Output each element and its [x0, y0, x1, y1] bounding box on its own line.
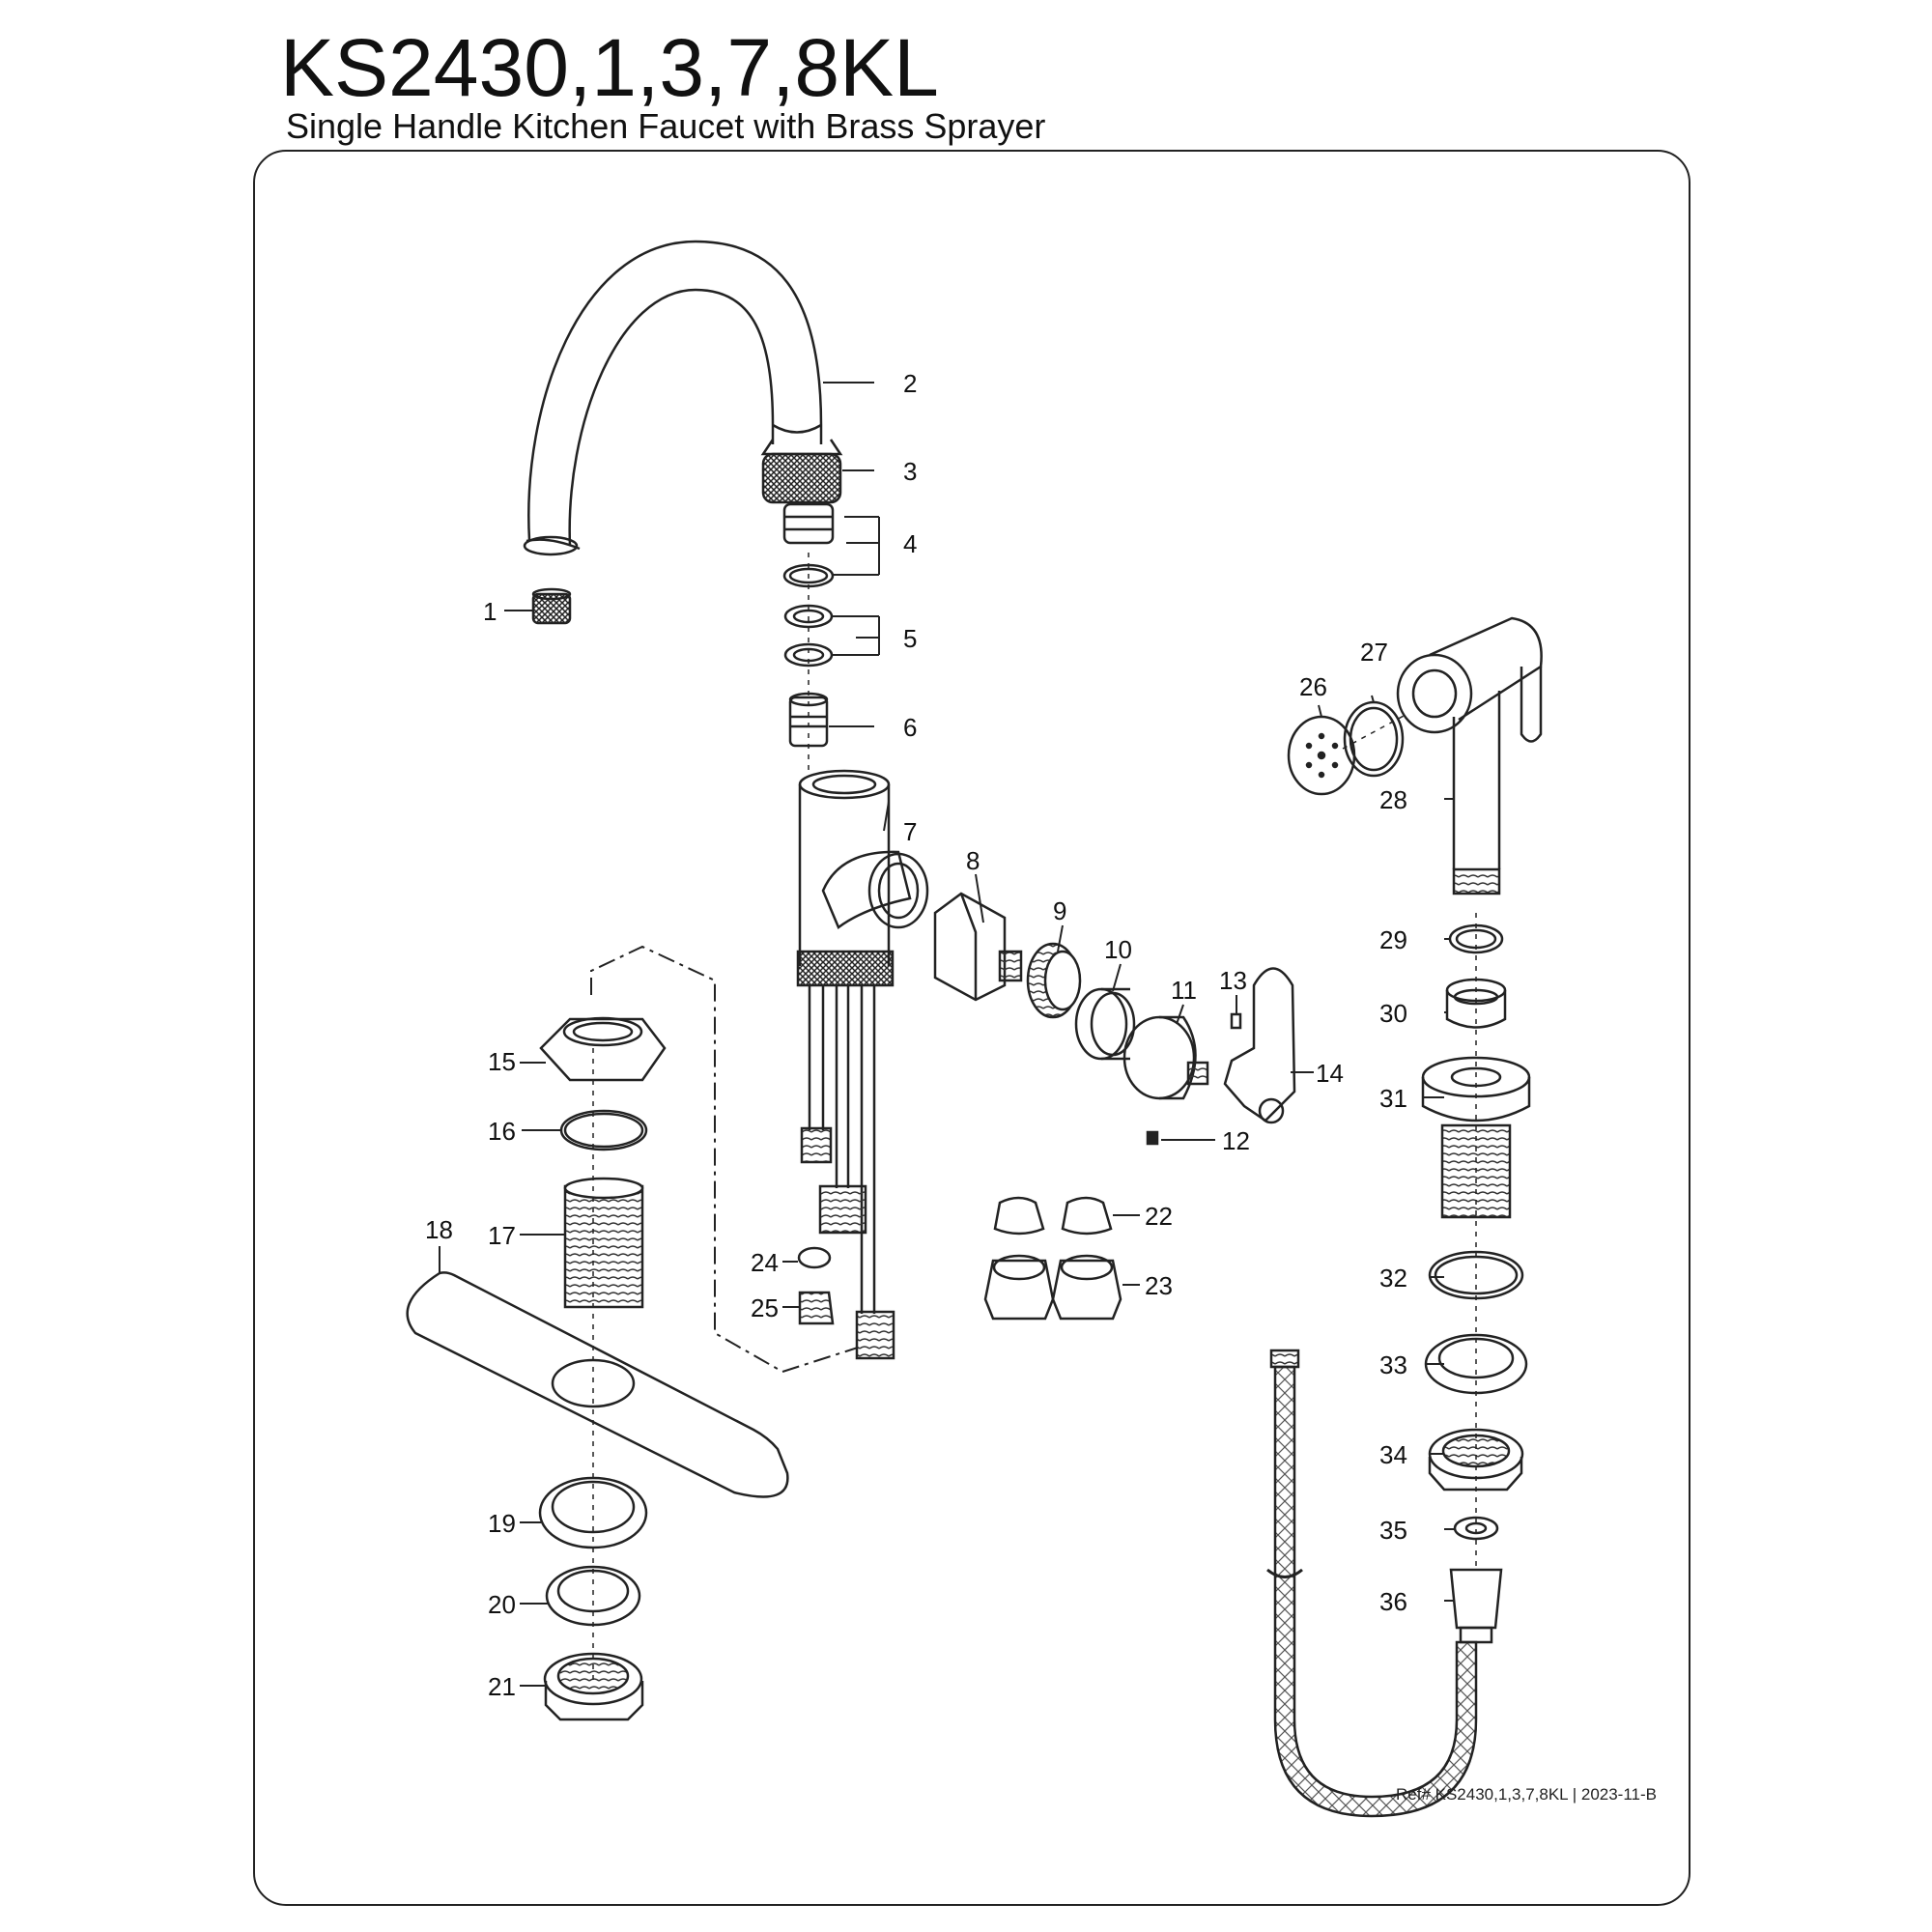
callout-31: 31 [1379, 1084, 1407, 1113]
model-description: Single Handle Kitchen Faucet with Brass … [286, 106, 1046, 146]
callout-35: 35 [1379, 1516, 1407, 1545]
callout-6: 6 [903, 713, 917, 742]
part-bonnet-nut [1026, 942, 1082, 1019]
callout-1: 1 [483, 597, 497, 626]
callout-14: 14 [1316, 1059, 1344, 1088]
callout-22: 22 [1145, 1202, 1173, 1231]
part-washer-24 [797, 1246, 832, 1269]
callout-8: 8 [966, 846, 980, 875]
callout-29: 29 [1379, 925, 1407, 954]
callout-3: 3 [903, 457, 917, 486]
callout-32: 32 [1379, 1264, 1407, 1293]
callout-23: 23 [1145, 1271, 1173, 1300]
part-nut-25 [798, 1291, 835, 1325]
hose-route-line [590, 945, 859, 1374]
callout-19: 19 [488, 1509, 516, 1538]
callout-21: 21 [488, 1672, 516, 1701]
part-set-screw-12 [1146, 1130, 1159, 1146]
diagram-frame [253, 150, 1690, 1906]
part-washers [783, 604, 834, 668]
callout-34: 34 [1379, 1440, 1407, 1469]
part-mounting-flange [539, 1016, 667, 1082]
model-title: KS2430,1,3,7,8KL [280, 22, 939, 113]
part-sprayer-hose [1266, 1349, 1503, 1818]
callout-27: 27 [1360, 638, 1388, 667]
part-set-screw-13 [1230, 1012, 1242, 1030]
part-spout [523, 240, 823, 556]
callout-33: 33 [1379, 1350, 1407, 1379]
center-axes [592, 553, 1477, 1681]
part-cartridge [933, 892, 1023, 1002]
part-handle-base [1122, 1015, 1209, 1100]
reference-number: Ref# KS2430,1,3,7,8KL | 2023-11-B [1396, 1785, 1657, 1804]
callout-15: 15 [488, 1047, 516, 1076]
callout-24: 24 [751, 1248, 779, 1277]
part-lever [1223, 967, 1296, 1124]
callout-36: 36 [1379, 1587, 1407, 1616]
part-spout-nut [760, 439, 843, 504]
part-body [796, 769, 929, 1360]
callout-25: 25 [751, 1293, 779, 1322]
callout-11: 11 [1171, 976, 1197, 1005]
part-o-ring-16 [559, 1109, 648, 1151]
callout-18: 18 [425, 1215, 453, 1244]
part-sprayer-head [1396, 616, 1543, 895]
callout-13: 13 [1219, 966, 1247, 995]
part-lock-nut [543, 1652, 644, 1721]
callout-2: 2 [903, 369, 917, 398]
callout-9: 9 [1053, 896, 1066, 925]
callout-30: 30 [1379, 999, 1407, 1028]
callout-20: 20 [488, 1590, 516, 1619]
callout-17: 17 [488, 1221, 516, 1250]
part-sprayer-o-ring [1343, 700, 1405, 778]
callout-5: 5 [903, 624, 917, 653]
leader-lines [439, 382, 1455, 1687]
callout-4: 4 [903, 529, 917, 558]
part-threaded-shank [563, 1177, 644, 1309]
callout-12: 12 [1222, 1126, 1250, 1155]
callout-10: 10 [1104, 935, 1132, 964]
part-spray-face [1287, 715, 1356, 796]
callout-28: 28 [1379, 785, 1407, 814]
part-ferrules [993, 1196, 1113, 1236]
part-compression-nuts [983, 1254, 1122, 1321]
callout-7: 7 [903, 817, 917, 846]
callout-16: 16 [488, 1117, 516, 1146]
part-callouts: 1 2 3 4 5 6 7 8 9 10 11 12 13 14 15 16 1… [425, 369, 1407, 1701]
part-aerator [531, 587, 572, 625]
callout-26: 26 [1299, 672, 1327, 701]
